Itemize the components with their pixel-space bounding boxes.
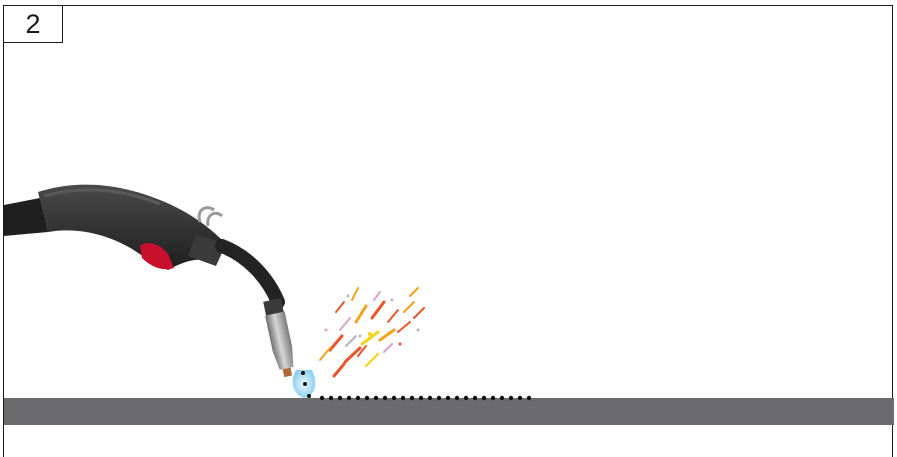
weld-dot: [419, 396, 423, 400]
weld-dot: [392, 396, 396, 400]
weld-dot: [383, 396, 387, 400]
weld-dot: [356, 396, 360, 400]
metal-plate: [4, 398, 894, 425]
weld-dot: [401, 396, 405, 400]
weld-dot: [338, 396, 342, 400]
weld-dot: [410, 396, 414, 400]
weld-dot: [527, 396, 531, 400]
weld-dot: [365, 396, 369, 400]
weld-dot: [446, 396, 450, 400]
weld-dot: [509, 396, 513, 400]
weld-dot: [482, 396, 486, 400]
welding-torch-icon: [4, 185, 315, 398]
weld-dot: [320, 396, 324, 400]
weld-dot: [491, 396, 495, 400]
spark-icon: [320, 288, 424, 376]
weld-dot: [329, 396, 333, 400]
weld-dot: [437, 396, 441, 400]
weld-dot: [464, 396, 468, 400]
weld-dot: [347, 396, 351, 400]
weld-dot: [374, 396, 378, 400]
weld-dot: [473, 396, 477, 400]
weld-dot: [500, 396, 504, 400]
weld-dot: [518, 396, 522, 400]
weld-dot: [455, 396, 459, 400]
weld-dot: [428, 396, 432, 400]
